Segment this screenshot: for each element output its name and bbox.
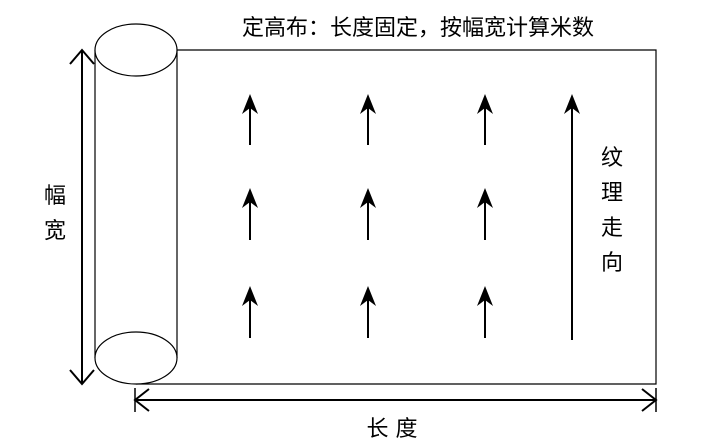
width-label-1: 幅 — [44, 184, 66, 209]
length-label: 长 度 — [367, 417, 418, 442]
fabric-sheet — [136, 49, 657, 385]
grain-arrows — [242, 94, 493, 338]
length-dimension-arrow — [133, 388, 658, 412]
width-dimension-arrow — [69, 48, 95, 386]
diagram-title: 定高布：长度固定，按幅宽计算米数 — [242, 16, 594, 41]
grain-label-4: 向 — [601, 251, 623, 276]
fabric-roll-cylinder — [94, 23, 178, 385]
grain-label-2: 理 — [601, 181, 623, 206]
grain-label-3: 走 — [601, 216, 623, 241]
grain-label-1: 纹 — [601, 146, 623, 171]
width-label-2: 宽 — [44, 219, 66, 244]
